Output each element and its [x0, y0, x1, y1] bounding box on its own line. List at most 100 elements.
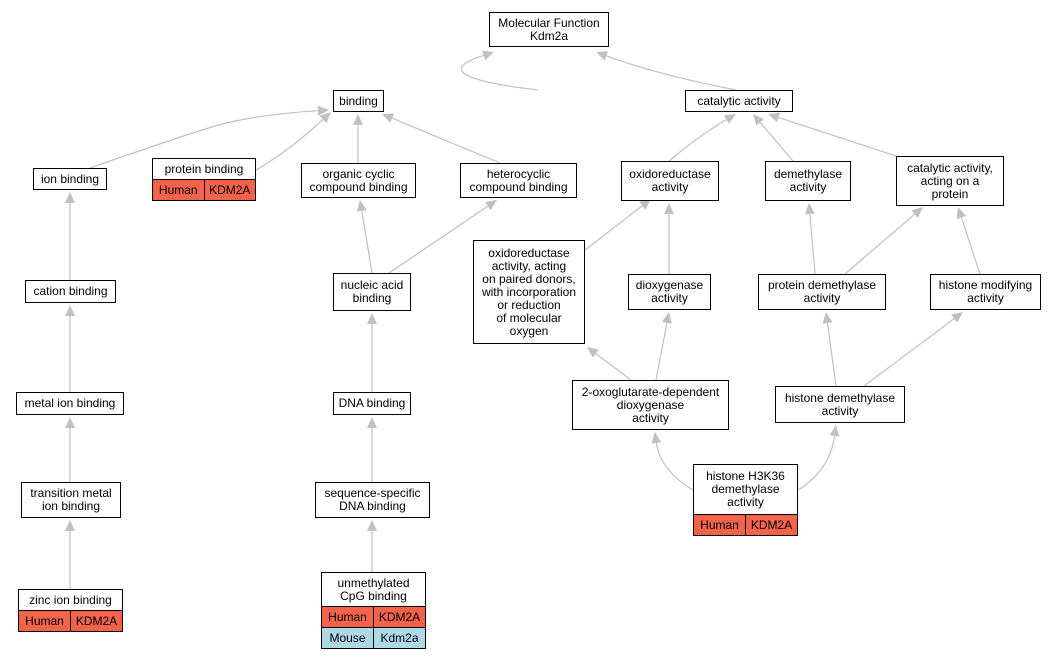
edge-arrowhead [587, 347, 599, 358]
annotation-species: Mouse [329, 631, 366, 645]
annotation-gene: Kdm2a [373, 628, 425, 648]
go-term-label: DNA binding [338, 396, 406, 410]
go-term-label: sequence-specific DNA binding [324, 486, 421, 513]
go-term-label: zinc ion binding [29, 592, 112, 607]
go-term-label: binding [339, 93, 378, 108]
go-term-nucleic-acid[interactable]: nucleic acid binding [333, 273, 411, 311]
edge-line [361, 210, 373, 274]
go-term-oxidoreductase[interactable]: oxidoreductase activity [621, 161, 719, 201]
go-term-heterocyclic[interactable]: heterocyclic compound binding [460, 163, 577, 198]
go-term-catalytic[interactable]: catalytic activity [685, 90, 793, 112]
edge-line [388, 205, 489, 274]
go-term-label: protein demethylase activity [767, 278, 877, 305]
go-term-organic-cyclic[interactable]: organic cyclic compound binding [301, 163, 416, 198]
go-term-dna-binding[interactable]: DNA binding [333, 392, 411, 415]
go-term-oxoglutarate[interactable]: 2-oxoglutarate-dependent dioxygenase act… [572, 380, 729, 430]
annotation-row: Human KDM2A [322, 606, 425, 627]
edge-arrowhead [753, 114, 764, 126]
go-term-label: histone H3K36 demethylase activity [706, 469, 785, 509]
edge-arrowhead [382, 113, 395, 123]
edge-arrowhead [485, 200, 497, 211]
edge-arrowhead [822, 312, 833, 324]
go-term-binding[interactable]: binding [333, 90, 384, 112]
go-term-label: ion binding [40, 171, 100, 186]
edge-arrowhead [317, 105, 329, 116]
edge-arrowhead [65, 192, 75, 203]
edge-arrowhead [353, 114, 363, 125]
edge-arrowhead [804, 203, 815, 215]
go-term-cation-binding[interactable]: cation binding [25, 280, 116, 303]
annotation-row: Human KDM2A [19, 610, 122, 631]
go-term-label: unmethylated CpG binding [337, 575, 410, 603]
edge-arrowhead [662, 312, 672, 324]
go-term-label: transition metal ion binding [30, 486, 112, 513]
go-term-label: organic cyclic compound binding [309, 166, 408, 194]
go-term-histone-modifying[interactable]: histone modifying activity [930, 274, 1041, 310]
go-term-demethylase[interactable]: demethylase activity [765, 161, 851, 201]
edge-arrowhead [651, 432, 662, 444]
edge-line [797, 435, 836, 491]
go-term-label: heterocyclic compound binding [469, 166, 568, 194]
edge-line [863, 318, 955, 387]
annotation-gene: KDM2A [203, 180, 256, 200]
go-term-label: catalytic activity, acting on a protein [907, 160, 993, 201]
edge-arrowhead [65, 520, 75, 531]
go-term-transition-metal[interactable]: transition metal ion binding [21, 482, 121, 518]
edge-line [595, 353, 632, 381]
go-term-label: catalytic activity [697, 93, 781, 108]
edge-arrowhead [951, 312, 963, 323]
annotation-row: Mouse Kdm2a [322, 627, 425, 648]
edge-arrowhead [319, 112, 331, 124]
go-term-histone-demethylase[interactable]: histone demethylase activity [775, 386, 905, 423]
annotation-row: Human KDM2A [694, 514, 797, 535]
edge-arrowhead [367, 313, 377, 324]
annotation-species: Human [25, 614, 64, 628]
edge-line [809, 213, 816, 275]
go-term-label: Molecular Function Kdm2a [498, 15, 600, 43]
edge-line [584, 205, 643, 251]
edge-line [844, 213, 916, 275]
edge-arrowhead [367, 417, 377, 428]
edge-line [655, 442, 694, 491]
annotation-species: Human [158, 183, 198, 197]
go-term-label: oxidoreductase activity [629, 167, 711, 194]
edge-line [391, 117, 501, 164]
go-term-label: nucleic acid binding [340, 278, 404, 305]
annotation-gene: KDM2A [70, 611, 122, 631]
go-term-label: dioxygenase activity [635, 278, 704, 305]
edge-arrowhead [639, 199, 651, 210]
go-term-metal-ion[interactable]: metal ion binding [16, 392, 124, 415]
edge-line [89, 110, 319, 169]
edge-line [826, 322, 837, 387]
go-term-ion-binding[interactable]: ion binding [33, 168, 107, 190]
edge-arrowhead [723, 114, 736, 124]
go-term-mf[interactable]: Molecular Function Kdm2a [489, 12, 609, 47]
go-term-dioxygenase[interactable]: dioxygenase activity [628, 274, 711, 310]
edge-line [668, 119, 727, 162]
go-term-protein-demethylase[interactable]: protein demethylase activity [758, 274, 886, 310]
go-term-label: histone modifying activity [938, 278, 1033, 305]
edge-line [460, 54, 539, 91]
go-term-label: 2-oxoglutarate-dependent dioxygenase act… [581, 384, 720, 425]
edge-line [606, 55, 737, 91]
edge-line [655, 322, 668, 381]
annotation-species: Human [700, 518, 739, 532]
go-term-label: demethylase activity [773, 167, 843, 194]
go-term-seq-specific[interactable]: sequence-specific DNA binding [315, 482, 430, 518]
edge-arrowhead [911, 207, 923, 218]
go-term-catalytic-protein[interactable]: catalytic activity, acting on a protein [896, 156, 1004, 206]
annotation-gene: KDM2A [745, 515, 797, 535]
annotation-gene: KDM2A [373, 607, 425, 627]
go-term-oxidoreductase-paired[interactable]: oxidoreductase activity, acting on paire… [473, 240, 585, 344]
annotation-species: Human [328, 610, 367, 624]
edge-arrowhead [367, 520, 377, 531]
edge-arrowhead [65, 417, 75, 428]
edge-line [255, 119, 324, 171]
edge-line [960, 217, 981, 275]
